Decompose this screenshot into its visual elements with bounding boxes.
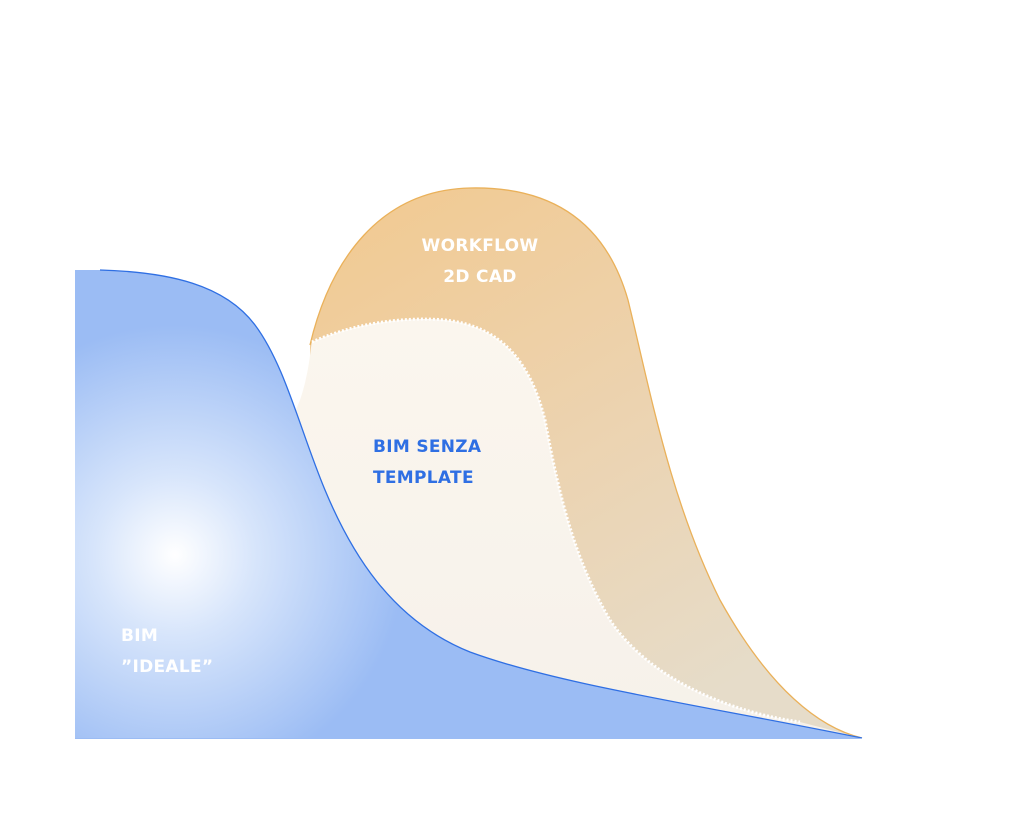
template-label-line1: BIM SENZA [373,437,482,457]
cad-label-line1: WORKFLOW [421,236,539,256]
ideale-outline [99,269,863,739]
ideale-label-line2: ”IDEALE” [121,657,214,677]
ideale-area-label: BIM ”IDEALE” [121,621,213,683]
cad-outline [309,187,863,739]
cad-label-line2: 2D CAD [443,267,517,287]
cad-area-label: WORKFLOW 2D CAD [390,231,570,293]
template-area-label: BIM SENZA TEMPLATE [373,432,481,494]
ideale-label-line1: BIM [121,626,159,646]
ideale-area [75,270,862,738]
template-outline [311,317,801,724]
template-label-line2: TEMPLATE [373,468,474,488]
